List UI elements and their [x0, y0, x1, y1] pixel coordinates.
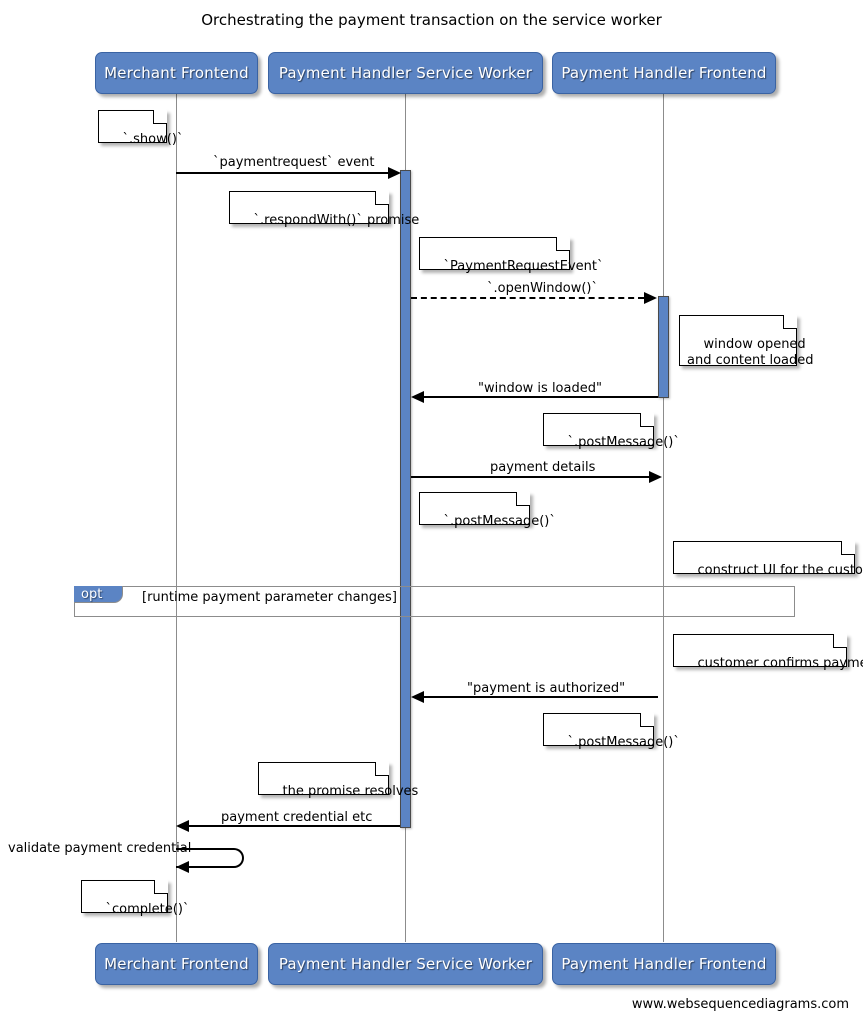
note-text: window opened and content loaded [687, 337, 814, 368]
note-fold-icon [154, 879, 168, 894]
arrow-head-window-is-loaded [411, 391, 424, 403]
note-fold-icon [375, 190, 389, 205]
arrow-head-openwindow [644, 292, 657, 304]
arrow-head-payment-details [649, 471, 662, 483]
participant-label: Payment Handler Service Worker [278, 955, 533, 973]
note-complete: `complete()` [81, 879, 189, 917]
note-paymentrequestevent: `PaymentRequestEvent` [419, 236, 604, 274]
opt-fragment-condition: [runtime payment parameter changes] [142, 590, 397, 605]
note-text: `.postMessage()` [567, 735, 680, 750]
message-label-payment-credential-etc: payment credential etc [221, 810, 373, 825]
note-postmessage-3: `.postMessage()` [543, 712, 680, 750]
note-fold-icon [640, 412, 654, 427]
note-text: `complete()` [105, 902, 190, 917]
note-fold-icon [375, 761, 389, 776]
note-fold-icon [516, 491, 530, 506]
note-postmessage-2: `.postMessage()` [419, 491, 556, 529]
note-promise-resolves: the promise resolves [258, 761, 418, 799]
opt-fragment-operator-label: opt [81, 586, 103, 602]
participant-label: Payment Handler Frontend [561, 64, 767, 82]
participant-label: Merchant Frontend [104, 955, 249, 973]
arrow-head-payment-credential-etc [176, 820, 189, 832]
self-loop-validate-payment-credential [176, 848, 244, 868]
note-fold-icon [783, 314, 797, 329]
note-text: `.respondWith()` promise [253, 213, 420, 228]
message-label-validate-payment-credential: validate payment credential [8, 841, 192, 856]
page-title: Orchestrating the payment transaction on… [201, 11, 662, 29]
note-text: `.postMessage()` [567, 435, 680, 450]
note-postmessage-1: `.postMessage()` [543, 412, 680, 450]
note-fold-icon [556, 236, 570, 251]
note-fold-icon [153, 109, 167, 124]
activation-payment-handler-service-worker [400, 170, 411, 828]
note-text: customer confirms payment [697, 656, 863, 671]
message-label-window-is-loaded: "window is loaded" [478, 381, 602, 396]
note-text: `.show()` [122, 132, 184, 147]
message-line-payment-credential-etc [189, 825, 400, 827]
note-fold-icon [841, 540, 855, 555]
message-line-openwindow [411, 297, 644, 299]
footer-watermark: www.websequencediagrams.com [631, 997, 849, 1012]
participant-label: Payment Handler Service Worker [278, 64, 533, 82]
participant-label: Merchant Frontend [104, 64, 249, 82]
message-label-paymentrequest-event: `paymentrequest` event [213, 155, 375, 170]
participant-merchant-frontend-top[interactable]: Merchant Frontend [95, 52, 258, 94]
message-label-payment-is-authorized: "payment is authorized" [467, 681, 626, 696]
lifeline-merchant-frontend [176, 93, 177, 942]
opt-fragment-operator: opt [74, 586, 123, 603]
participant-payment-handler-frontend-bottom[interactable]: Payment Handler Frontend [552, 943, 776, 985]
participant-payment-handler-service-worker-bottom[interactable]: Payment Handler Service Worker [268, 943, 543, 985]
arrow-head-payment-is-authorized [411, 691, 424, 703]
message-label-openwindow: `.openWindow()` [487, 281, 598, 296]
lifeline-payment-handler-frontend [663, 93, 664, 942]
message-line-payment-is-authorized [424, 696, 658, 698]
arrow-head-validate-payment-credential [176, 861, 189, 873]
participant-merchant-frontend-bottom[interactable]: Merchant Frontend [95, 943, 258, 985]
message-label-payment-details: payment details [490, 460, 596, 475]
note-fold-icon [640, 712, 654, 727]
message-line-window-is-loaded [424, 396, 658, 398]
note-construct-ui: construct UI for the customer [673, 540, 863, 578]
arrow-head-paymentrequest-event [388, 167, 401, 179]
note-fold-icon [833, 633, 847, 648]
note-customer-confirms: customer confirms payment [673, 633, 863, 671]
message-line-payment-details [411, 476, 649, 478]
note-text: the promise resolves [282, 784, 419, 799]
participant-payment-handler-service-worker-top[interactable]: Payment Handler Service Worker [268, 52, 543, 94]
participant-label: Payment Handler Frontend [561, 955, 767, 973]
message-line-paymentrequest-event [176, 172, 390, 174]
note-show: `.show()` [98, 109, 183, 147]
note-window-opened: window opened and content loaded [679, 314, 814, 368]
participant-payment-handler-frontend-top[interactable]: Payment Handler Frontend [552, 52, 776, 94]
note-respondwith-promise: `.respondWith()` promise [229, 190, 419, 228]
activation-payment-handler-frontend [658, 296, 669, 398]
note-text: `PaymentRequestEvent` [443, 259, 604, 274]
note-text: construct UI for the customer [697, 563, 863, 578]
note-text: `.postMessage()` [443, 514, 556, 529]
